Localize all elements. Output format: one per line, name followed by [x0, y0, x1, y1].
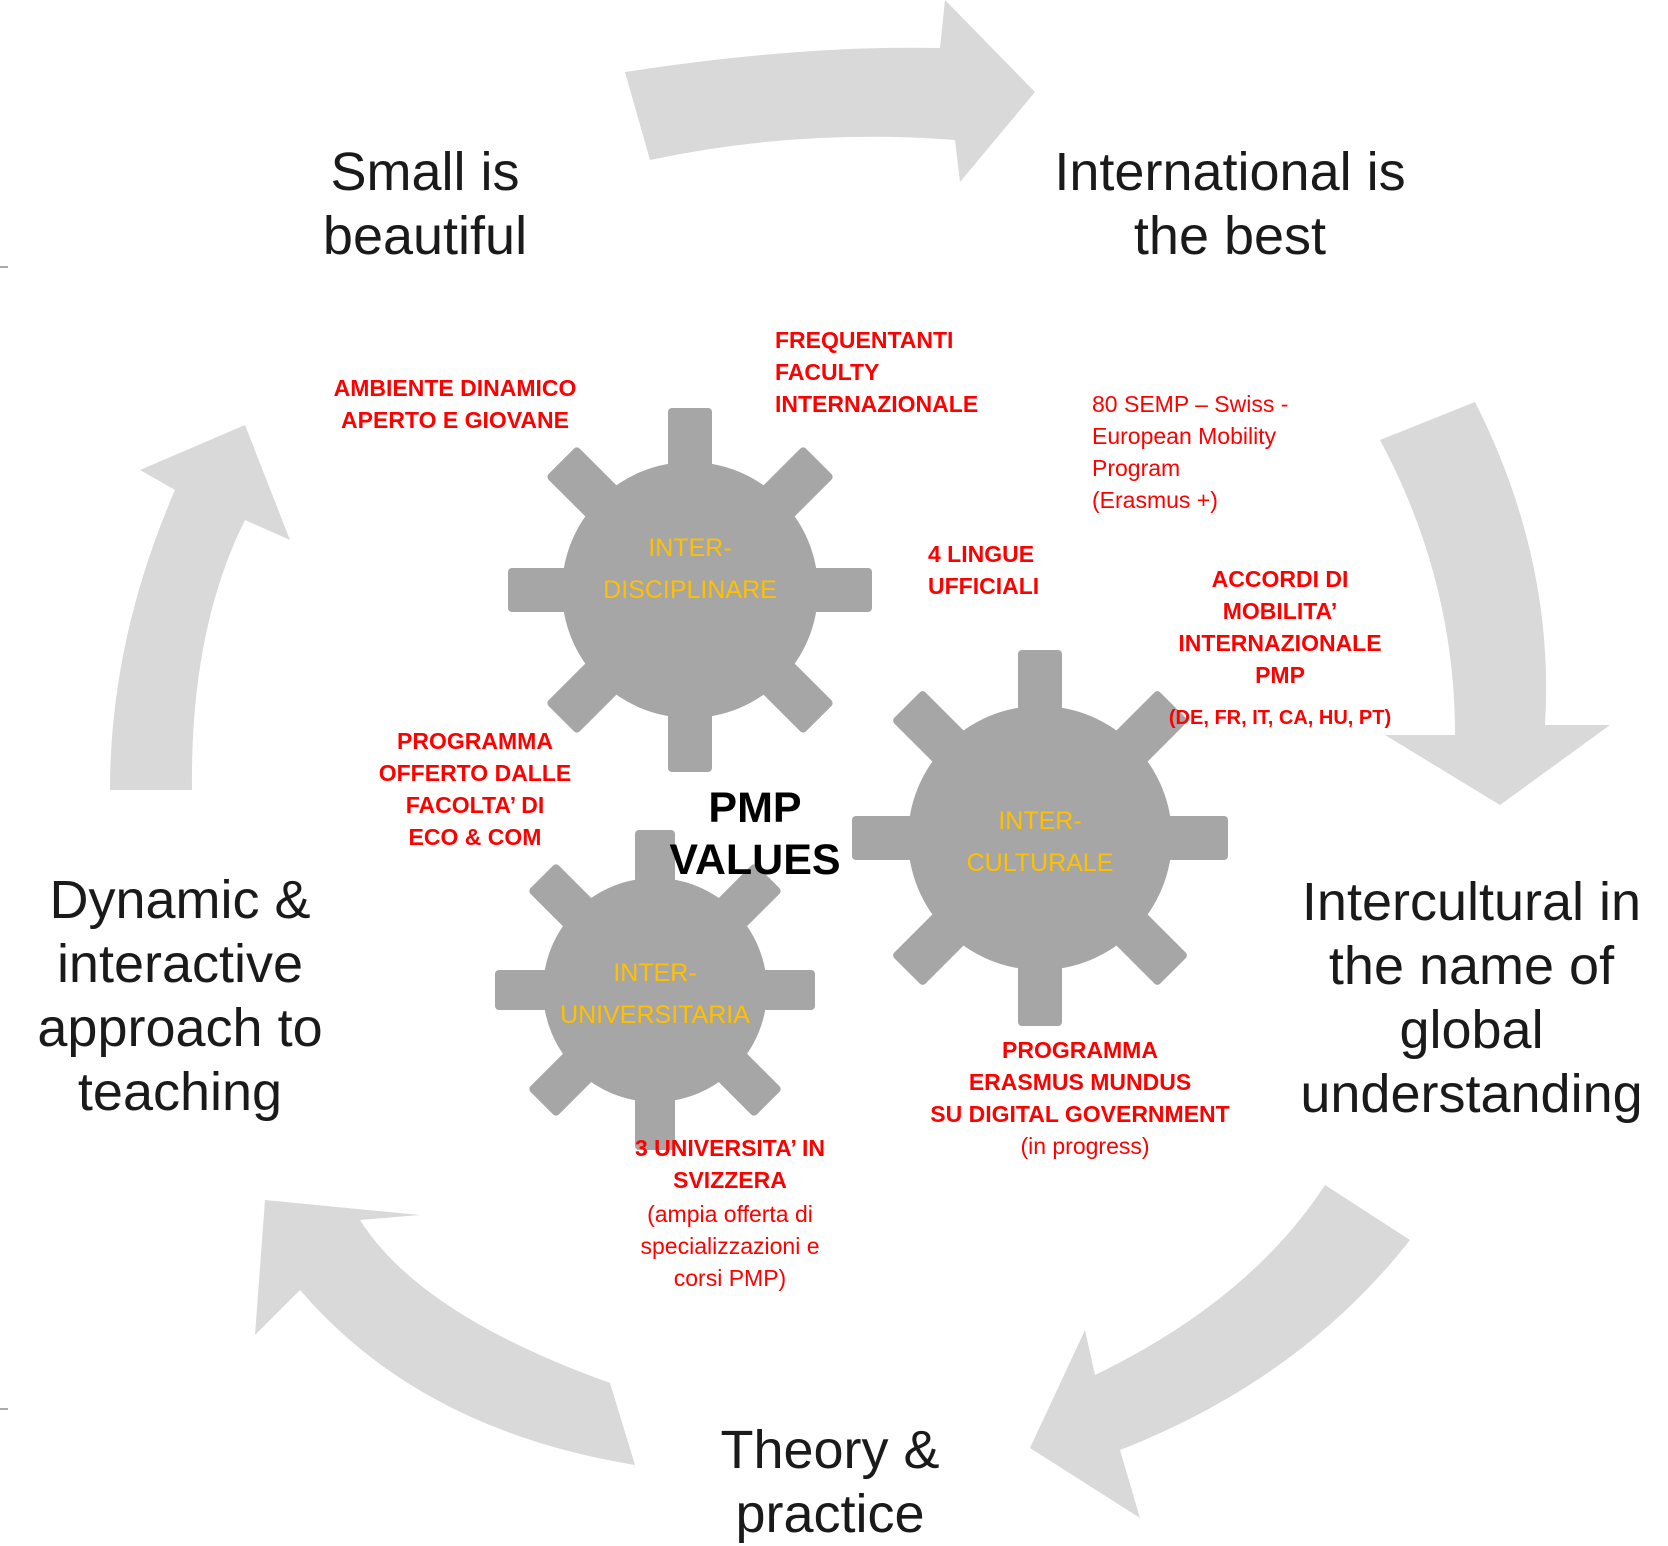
note-in-progress: (in progress): [1020, 1133, 1150, 1159]
arrow-bottom-left: [255, 1200, 635, 1465]
arrow-left: [110, 425, 290, 790]
arrow-bottom-right: [1030, 1185, 1410, 1518]
gears: [495, 408, 1228, 1150]
gear-label-universitaria: INTER- UNIVERSITARIA: [560, 959, 750, 1029]
note-lingue: 4 LINGUE UFFICIALI: [928, 541, 1040, 599]
gear-disciplinare: [508, 408, 872, 772]
gear-culturale: [852, 650, 1228, 1026]
arrow-top: [625, 0, 1035, 182]
label-small-is-beautiful: Small is beautiful: [322, 142, 528, 266]
gear-label-culturale: INTER- CULTURALE: [966, 807, 1114, 877]
label-theory-practice: Theory & practice: [720, 1420, 940, 1544]
label-international: International is the best: [1054, 142, 1406, 266]
gear-universitaria: [495, 830, 815, 1150]
arrow-right: [1380, 402, 1610, 805]
note-accordi-countries: (DE, FR, IT, CA, HU, PT): [1168, 707, 1392, 729]
cycle-arrows: [110, 0, 1610, 1518]
note-semp: 80 SEMP – Swiss - European Mobility Prog…: [1092, 391, 1289, 513]
note-erasmus-mundus: PROGRAMMA ERASMUS MUNDUS SU DIGITAL GOVE…: [930, 1037, 1230, 1127]
label-intercultural: Intercultural in the name of global unde…: [1300, 872, 1643, 1124]
label-dynamic-interactive: Dynamic & interactive approach to teachi…: [37, 870, 323, 1122]
center-title: PMP VALUES: [669, 784, 841, 884]
note-frequentanti: FREQUENTANTI FACULTY INTERNAZIONALE: [775, 327, 979, 417]
note-programma-eco: PROGRAMMA OFFERTO DALLE FACOLTA’ DI ECO …: [378, 728, 572, 850]
note-ambiente: AMBIENTE DINAMICO APERTO E GIOVANE: [333, 375, 577, 433]
note-accordi: ACCORDI DI MOBILITA’ INTERNAZIONALE PMP: [1178, 566, 1382, 688]
note-universita: 3 UNIVERSITA’ IN SVIZZERA: [634, 1135, 825, 1193]
note-universita-detail: (ampia offerta di specializzazioni e cor…: [640, 1201, 820, 1291]
gear-label-disciplinare: INTER- DISCIPLINARE: [603, 534, 777, 604]
